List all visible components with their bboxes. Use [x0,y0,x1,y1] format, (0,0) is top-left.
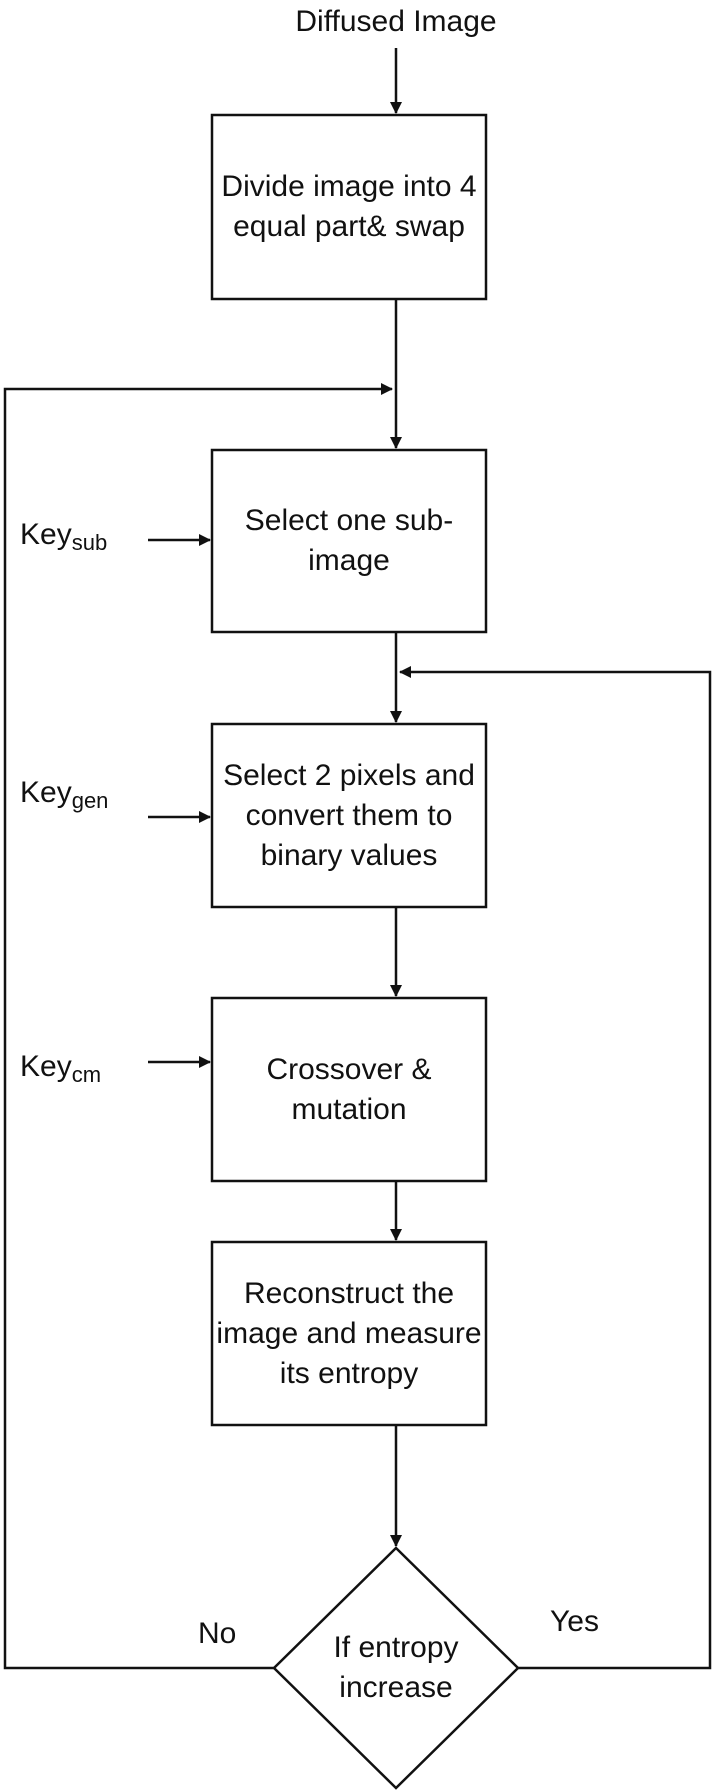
box-crossover-mutation [210,996,488,1183]
divide-image-text: Divide image into 4 equal part& swap [212,115,486,299]
key-sub-subscript: sub [71,530,108,555]
box-reconstruct-entropy [210,1240,488,1427]
crossover-mutation-text: Crossover & mutation [212,998,486,1181]
key-gen-label: Keygen [20,776,108,818]
loop-yes-line [399,666,712,1670]
diagram-title: Diffused Image [295,5,497,38]
reconstruct-entropy-text: Reconstruct the image and measure its en… [212,1242,486,1425]
loop-no-line [3,383,393,1670]
divide-image-line-1: Divide image into 4 [221,170,477,203]
select-pixels-line-2: convert them to [245,798,453,832]
box-select-pixels [210,722,488,909]
select-sub-image-line-2: image [308,544,390,577]
key-cm-base: Key [20,1050,72,1083]
crossover-line-1: Crossover & [266,1052,432,1086]
key-sub-base: Key [20,518,72,551]
key-sub-label: Keysub [20,518,107,560]
branch-no-label: No [198,1617,237,1650]
decision-line-2: increase [339,1671,453,1704]
reconstruct-line-3: its entropy [279,1356,419,1390]
crossover-line-2: mutation [291,1092,407,1126]
key-gen-subscript: gen [71,788,109,813]
key-cm-subscript: cm [71,1062,102,1087]
select-sub-image-text: Select one sub- image [212,450,486,632]
key-gen-base: Key [20,776,72,809]
reconstruct-line-1: Reconstruct the [243,1276,455,1310]
select-pixels-text: Select 2 pixels and convert them to bina… [212,724,486,907]
box-divide-image [210,113,488,301]
decision-diamond [272,1546,520,1790]
select-pixels-line-1: Select 2 pixels and [223,758,475,792]
decision-text: If entropy increase [296,1618,496,1718]
branch-yes-label: Yes [550,1605,599,1638]
decision-line-1: If entropy [333,1631,459,1664]
box-select-sub-image [210,448,488,634]
reconstruct-line-2: image and measure [216,1316,482,1350]
key-cm-label: Keycm [20,1050,101,1092]
select-sub-image-line-1: Select one sub- [244,504,454,537]
divide-image-line-2: equal part& swap [233,210,465,243]
select-pixels-line-3: binary values [260,838,438,872]
